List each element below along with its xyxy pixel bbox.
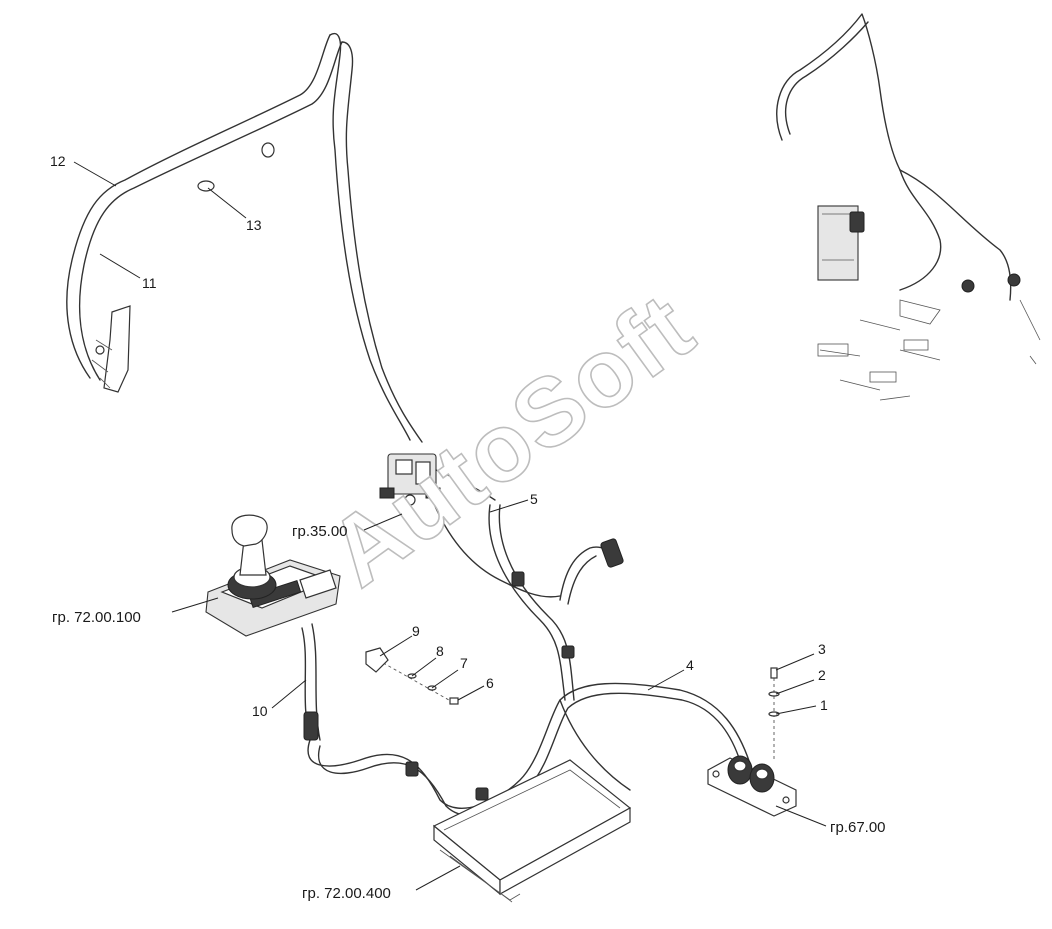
callout-6: 6 [486, 675, 494, 691]
main-harness [303, 504, 753, 817]
callout-4: 4 [686, 657, 694, 673]
control-unit [432, 759, 632, 903]
connector-plate [707, 755, 797, 817]
ref-gr72-100: гр. 72.00.100 [52, 609, 141, 626]
callout-10: 10 [252, 703, 268, 719]
ref-gr67: гр.67.00 [830, 819, 886, 836]
callout-1: 1 [820, 697, 828, 713]
callout-labels: 12 13 11 5 4 10 9 8 7 6 3 2 1 [50, 153, 828, 719]
overview-thumbnail [776, 13, 1041, 401]
group-references: гр.35.00 гр. 72.00.100 гр.67.00 гр. 72.0… [52, 523, 886, 902]
callout-7: 7 [460, 655, 468, 671]
callout-3: 3 [818, 641, 826, 657]
callout-8: 8 [436, 643, 444, 659]
valve-block [379, 453, 561, 598]
cable-harness-upper [66, 32, 423, 443]
ref-gr35: гр.35.00 [292, 523, 348, 540]
callout-11: 11 [142, 275, 157, 291]
callout-2: 2 [818, 667, 826, 683]
callout-13: 13 [246, 217, 262, 233]
callout-5: 5 [530, 491, 538, 507]
joystick-panel [205, 514, 341, 741]
callout-9: 9 [412, 623, 420, 639]
grommet-13 [197, 142, 275, 192]
hardware-1-3 [768, 667, 780, 760]
callout-12: 12 [50, 153, 66, 169]
ref-gr72-400: гр. 72.00.400 [302, 885, 391, 902]
leader-lines [73, 161, 827, 891]
